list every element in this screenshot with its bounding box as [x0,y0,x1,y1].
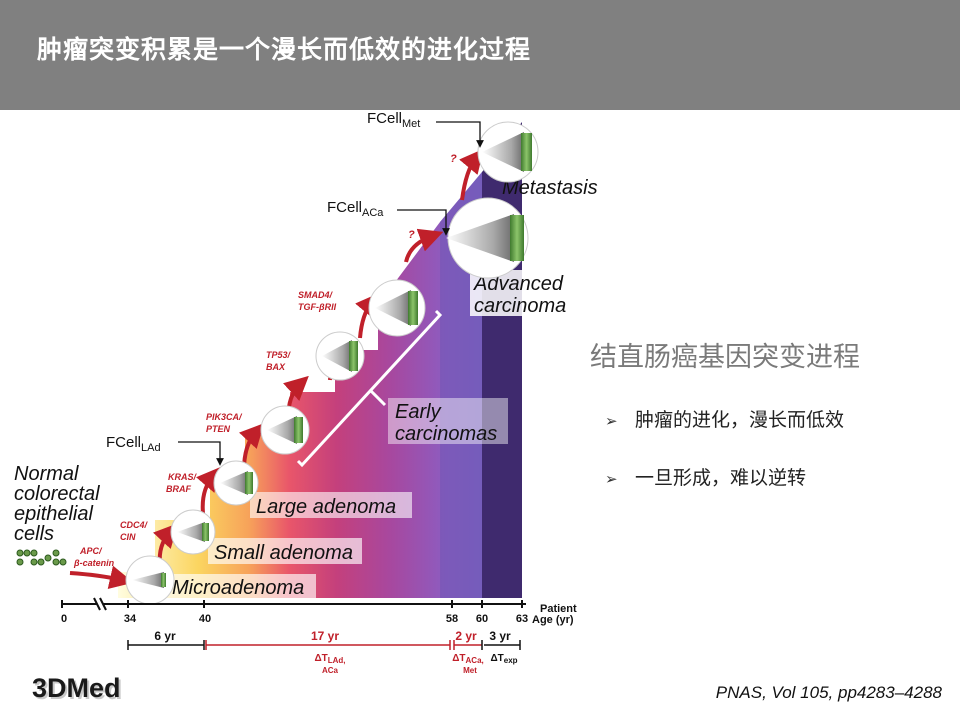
logo: 3DMed [32,673,121,703]
bullet-item-2: ➢ 一旦形成，难以逆转 [605,463,806,490]
interval-17yr: 17 yr [311,629,339,643]
clone-circles [125,121,539,605]
tumor-progression-diagram: Microadenoma Small adenoma Large adenoma… [14,110,598,675]
axis-title-age: Age (yr) [532,614,574,626]
interval-6yr: 6 yr [154,629,176,643]
interval-3yr: 3 yr [489,629,511,643]
stage-label-early: Early [395,401,442,423]
mutation-label-kras: KRAS/BRAF [166,472,198,494]
tick-0: 0 [61,613,67,625]
tick-40: 40 [199,613,211,625]
citation: PNAS, Vol 105, pp4283–4288 [715,683,942,702]
normal-cells-icon [16,549,67,566]
delta-t-aca: ΔTACa,Met [452,653,484,675]
question-mark-1: ? [408,229,415,241]
tick-63: 63 [516,613,528,625]
axis-title-patient: Patient [540,603,577,615]
mutation-label-pik3ca: PIK3CA/PTEN [206,412,243,434]
tick-58: 58 [446,613,458,625]
bullet-item-1: ➢ 肿瘤的进化，漫长而低效 [605,405,844,432]
age-axis [61,597,526,611]
header-bar: 肿瘤突变积累是一个漫长而低效的进化过程 [0,0,960,110]
mutation-label-apc: APC/β-catenin [73,546,115,568]
founder-cell-lad-label: FCellLAd [106,434,161,454]
tick-60: 60 [476,613,488,625]
side-title: 结直肠癌基因突变进程 [590,342,860,373]
stage-label-large-adenoma: Large adenoma [256,496,396,518]
bullet-text-1: 肿瘤的进化，漫长而低效 [635,409,845,431]
bullet-arrow-icon: ➢ [605,470,618,488]
progression-staircase [118,172,482,598]
founder-cell-met-label: FCellMet [367,110,420,130]
delta-t-lad: ΔTLAd,ACa [314,653,345,675]
stage-label-metastasis: Metastasis [502,177,598,199]
stage-label-carcinoma: carcinoma [474,295,566,317]
bullet-arrow-icon: ➢ [605,412,618,430]
tick-34: 34 [124,613,137,625]
mutation-label-smad4: SMAD4/TGF-βRII [298,290,337,312]
mutation-label-tp53: TP53/BAX [266,350,292,372]
stage-label-small-adenoma: Small adenoma [214,542,353,564]
founder-cell-aca-label: FCellACa [327,199,384,219]
bullet-text-2: 一旦形成，难以逆转 [635,467,807,489]
interval-2yr: 2 yr [455,629,477,643]
mutation-label-cdc4: CDC4/CIN [120,520,149,542]
question-mark-2: ? [450,153,457,165]
delta-t-exp: ΔTexp [490,653,517,665]
stage-label-advanced: Advanced [473,273,564,295]
stage-label-microadenoma: Microadenoma [172,577,304,599]
normal-cells-label: Normal colorectal epithelial cells [14,463,105,545]
page-title: 肿瘤突变积累是一个漫长而低效的进化过程 [37,35,532,64]
stage-label-carcinomas: carcinomas [395,423,497,445]
